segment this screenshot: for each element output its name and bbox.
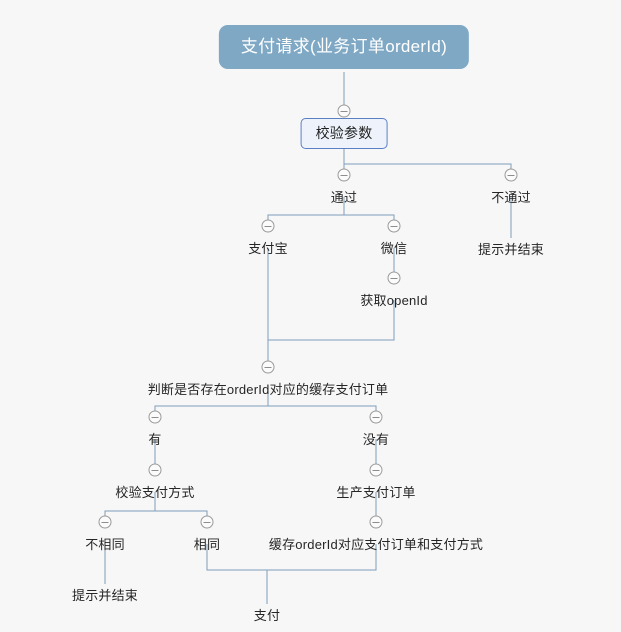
collapse-minus-icon-gen-order[interactable]	[369, 463, 383, 477]
connector-validate-to-fail	[343, 148, 512, 175]
node-judge-cache[interactable]: 判断是否存在orderId对应的缓存支付订单	[148, 382, 389, 398]
node-none[interactable]: 没有	[363, 432, 389, 448]
node-label-alipay: 支付宝	[248, 241, 288, 256]
node-label-pay: 支付	[253, 608, 281, 623]
collapse-minus-icon-check-pay[interactable]	[148, 463, 162, 477]
node-cache-order[interactable]: 缓存orderId对应支付订单和支付方式	[269, 537, 483, 553]
collapse-minus-icon-validate[interactable]	[337, 104, 351, 118]
node-gen-order[interactable]: 生产支付订单	[336, 485, 415, 501]
node-validate[interactable]: 校验参数	[300, 118, 388, 149]
node-has[interactable]: 有	[148, 432, 161, 448]
collapse-minus-icon-judge-cache[interactable]	[261, 360, 275, 374]
node-pass[interactable]: 通过	[331, 190, 357, 206]
connector-same-to-pay	[206, 544, 268, 604]
collapse-minus-icon-alipay[interactable]	[261, 219, 275, 233]
collapse-minus-icon-pass[interactable]	[337, 168, 351, 182]
node-root[interactable]: 支付请求(业务订单orderId)	[218, 25, 470, 69]
node-label-check-pay: 校验支付方式	[115, 485, 195, 500]
collapse-minus-icon-not-same[interactable]	[98, 515, 112, 529]
collapse-minus-icon-wechat[interactable]	[387, 219, 401, 233]
node-wechat[interactable]: 微信	[381, 241, 407, 257]
node-label-validate: 校验参数	[300, 118, 388, 149]
node-not-same[interactable]: 不相同	[85, 537, 125, 553]
collapse-minus-icon-none[interactable]	[369, 410, 383, 424]
node-label-has: 有	[148, 432, 162, 447]
collapse-minus-icon-fail[interactable]	[504, 168, 518, 182]
node-label-judge-cache: 判断是否存在orderId对应的缓存支付订单	[147, 382, 389, 397]
node-label-none: 没有	[362, 432, 390, 447]
node-label-cache-order: 缓存orderId对应支付订单和支付方式	[268, 537, 484, 552]
node-alipay[interactable]: 支付宝	[248, 241, 288, 257]
node-openid[interactable]: 获取openId	[360, 293, 427, 309]
collapse-minus-icon-same[interactable]	[200, 515, 214, 529]
node-fail[interactable]: 不通过	[491, 190, 531, 206]
node-check-pay[interactable]: 校验支付方式	[115, 485, 194, 501]
node-label-same: 相同	[193, 537, 221, 552]
node-same[interactable]: 相同	[194, 537, 220, 553]
node-label-openid: 获取openId	[360, 293, 428, 308]
node-fail-end[interactable]: 提示并结束	[478, 242, 544, 258]
node-label-root: 支付请求(业务订单orderId)	[218, 25, 470, 69]
node-notify-end[interactable]: 提示并结束	[72, 588, 138, 604]
node-label-not-same: 不相同	[85, 537, 125, 552]
collapse-minus-icon-cache-order[interactable]	[369, 515, 383, 529]
node-label-fail-end: 提示并结束	[477, 242, 545, 257]
collapse-minus-icon-openid[interactable]	[387, 271, 401, 285]
node-label-gen-order: 生产支付订单	[336, 485, 416, 500]
node-label-pass: 通过	[330, 190, 358, 205]
collapse-minus-icon-has[interactable]	[148, 410, 162, 424]
node-label-fail: 不通过	[491, 190, 531, 205]
node-pay[interactable]: 支付	[254, 608, 280, 624]
node-label-wechat: 微信	[380, 241, 408, 256]
node-label-notify-end: 提示并结束	[71, 588, 139, 603]
